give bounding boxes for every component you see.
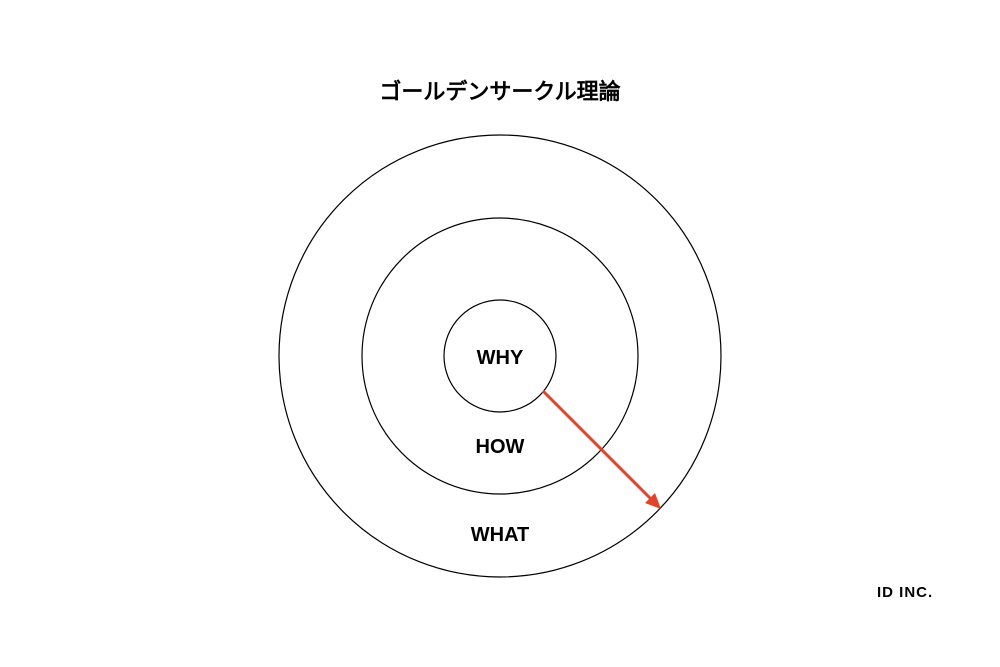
label-what: WHAT <box>471 524 530 546</box>
inner-circle-why <box>443 299 557 413</box>
company-logo-text: ID INC. <box>877 584 934 601</box>
arrow <box>541 389 661 509</box>
outer-circle-what <box>278 134 722 578</box>
label-why: WHY <box>477 347 524 369</box>
middle-circle-how <box>361 217 639 495</box>
label-how: HOW <box>476 436 525 458</box>
diagram-title: ゴールデンサークル理論 <box>379 80 621 105</box>
